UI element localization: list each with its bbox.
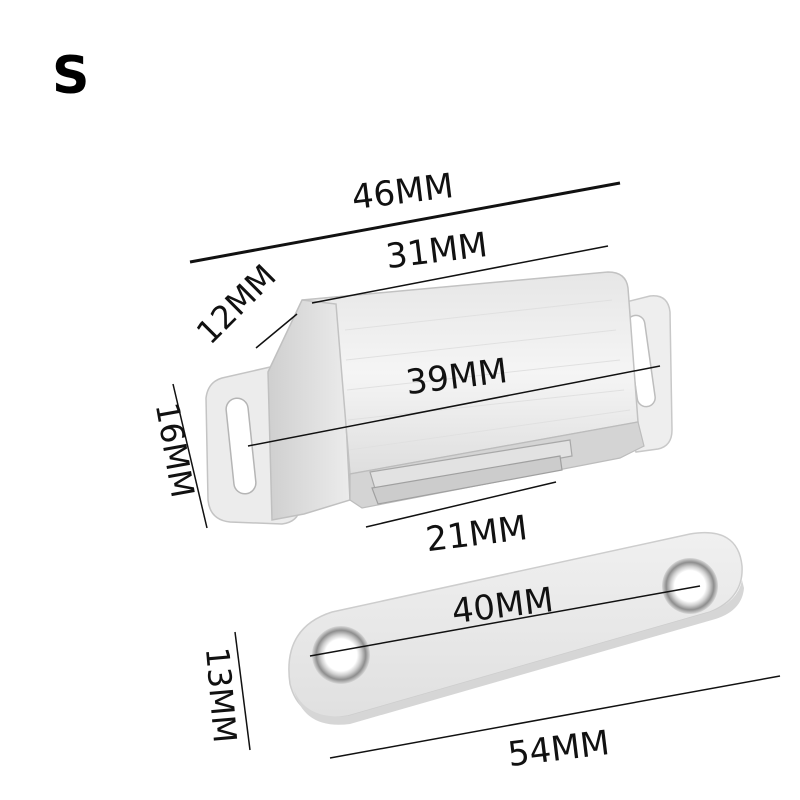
dim-line-12mm xyxy=(255,313,298,349)
label-16mm: 16MM xyxy=(148,400,202,501)
screw-hole-right xyxy=(662,558,718,614)
dim-line-31mm xyxy=(311,245,609,304)
dim-line-16mm xyxy=(172,383,208,529)
dim-line-40mm xyxy=(309,585,701,657)
dim-line-13mm xyxy=(234,631,251,751)
dim-line-21mm xyxy=(365,481,557,528)
screw-hole-left xyxy=(312,626,370,684)
size-label: S xyxy=(52,46,90,106)
label-54mm: 54MM xyxy=(506,723,612,775)
label-31mm: 31MM xyxy=(384,225,490,277)
dim-line-46mm xyxy=(189,181,621,264)
strike-plate xyxy=(288,532,744,725)
dim-line-54mm xyxy=(329,675,781,759)
label-46mm: 46MM xyxy=(350,166,456,218)
dim-line-39mm xyxy=(247,365,661,447)
magnetic-catch-body xyxy=(205,271,673,525)
label-21mm: 21MM xyxy=(424,508,530,560)
label-13mm: 13MM xyxy=(198,646,244,745)
